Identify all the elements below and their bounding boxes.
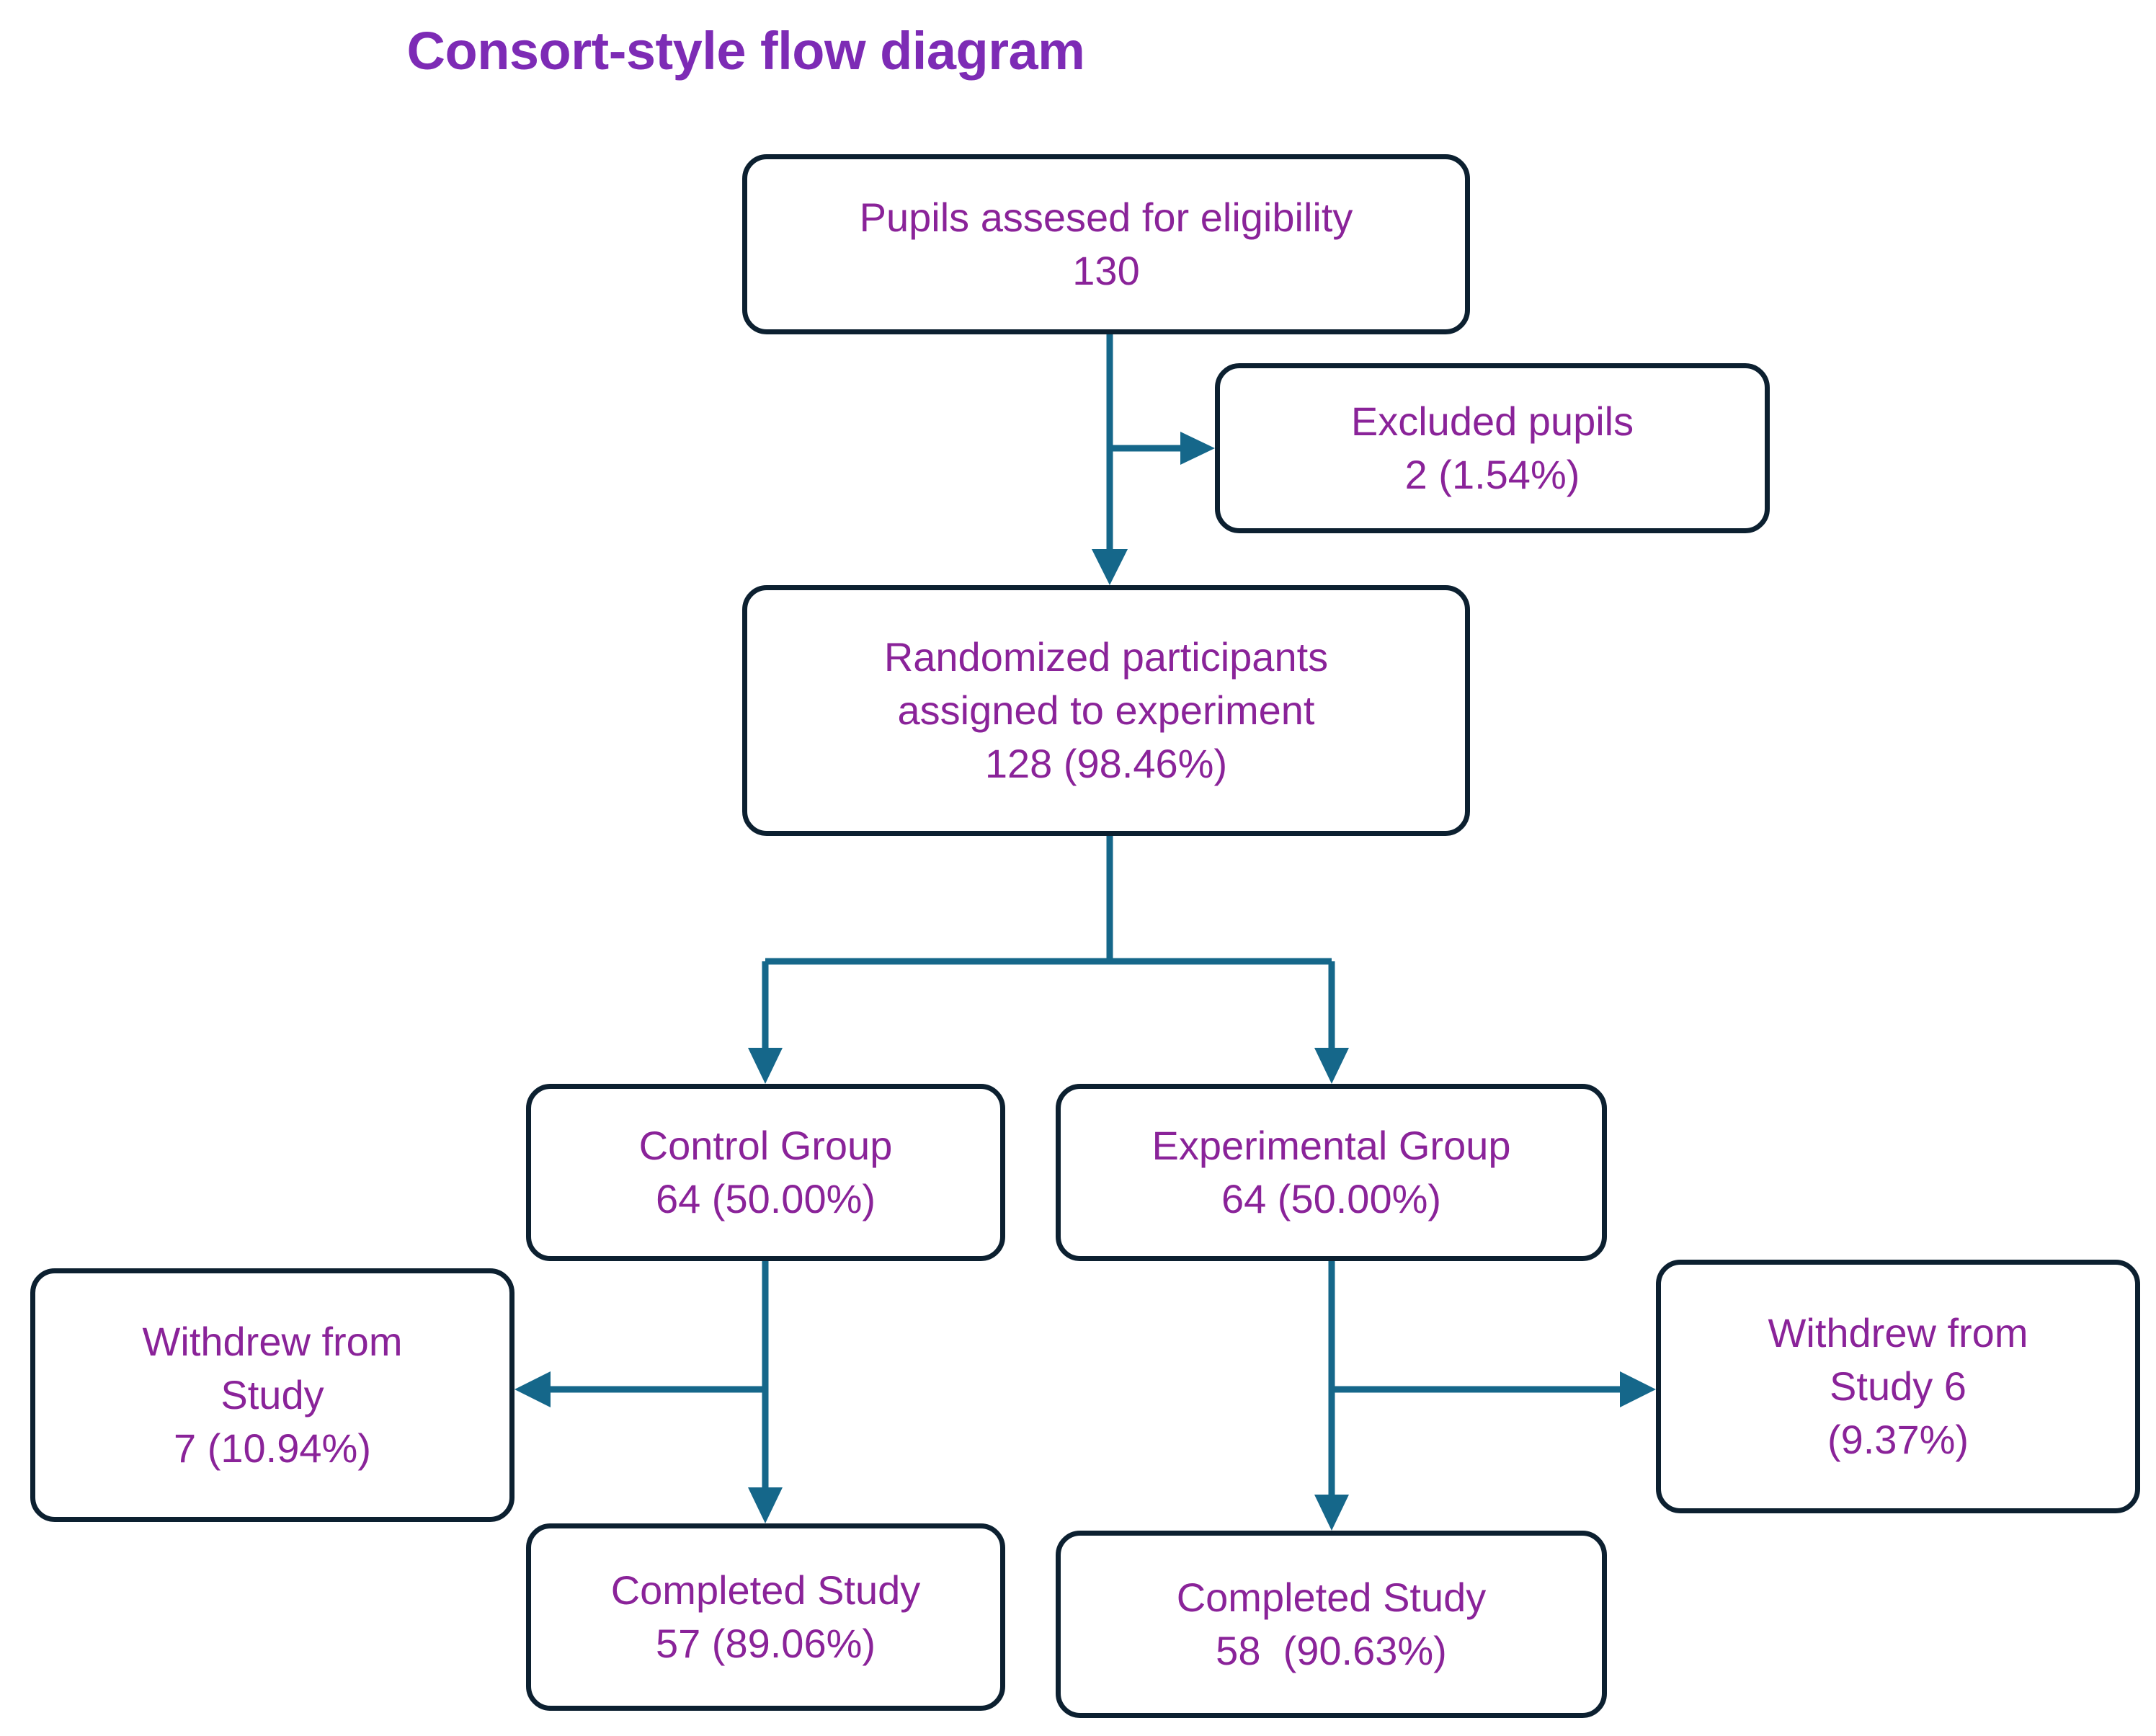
- node-randomized-participants[interactable]: Randomized participants assigned to expe…: [742, 585, 1470, 836]
- node-line: 64 (50.00%): [1221, 1176, 1442, 1221]
- arrowhead-control-to-withdrew: [514, 1371, 551, 1407]
- node-line: 57 (89.06%): [655, 1621, 876, 1666]
- node-control-group[interactable]: Control Group 64 (50.00%): [526, 1084, 1005, 1261]
- node-line: 130: [1072, 248, 1140, 293]
- node-control-completed-study[interactable]: Completed Study 57 (89.06%): [526, 1523, 1005, 1711]
- arrowhead-split-to-control: [748, 1048, 783, 1084]
- node-line: 2 (1.54%): [1404, 452, 1580, 497]
- node-line: 64 (50.00%): [655, 1176, 876, 1221]
- node-line: (9.37%): [1827, 1416, 1969, 1462]
- node-line: 7 (10.94%): [174, 1425, 371, 1471]
- node-line: 128 (98.46%): [984, 740, 1228, 786]
- node-line: Completed Study: [610, 1567, 921, 1613]
- arrowhead-experimental-to-completed: [1314, 1495, 1349, 1531]
- node-line: Completed Study: [1176, 1575, 1487, 1621]
- node-control-withdrew-from-study[interactable]: Withdrew from Study 7 (10.94%): [30, 1268, 514, 1522]
- arrowhead-control-to-completed: [748, 1487, 783, 1523]
- node-line: Control Group: [638, 1123, 893, 1169]
- node-line: Withdrew from: [142, 1319, 403, 1365]
- node-line: Withdrew from: [1768, 1310, 2028, 1356]
- node-line: Randomized participants: [883, 634, 1329, 680]
- node-experimental-withdrew-from-study[interactable]: Withdrew from Study 6 (9.37%): [1656, 1260, 2140, 1513]
- arrowhead-split-to-experimental: [1314, 1048, 1349, 1084]
- node-line: Pupils assesed for eligibility: [859, 195, 1353, 241]
- arrowhead-enrollment-to-excluded: [1180, 432, 1215, 465]
- node-experimental-group[interactable]: Experimental Group 64 (50.00%): [1056, 1084, 1607, 1261]
- node-pupils-assessed-for-eligibility[interactable]: Pupils assesed for eligibility 130: [742, 154, 1470, 334]
- node-line: Study: [220, 1372, 324, 1418]
- node-line: assigned to experiment: [897, 687, 1315, 734]
- node-line: 58 (90.63%): [1216, 1628, 1447, 1673]
- page-title: Consort-style flow diagram: [406, 21, 1085, 81]
- node-line: Study 6: [1830, 1363, 1966, 1410]
- arrowhead-enrollment-to-randomized: [1092, 549, 1128, 585]
- node-line: Excluded pupils: [1350, 399, 1634, 445]
- node-experimental-completed-study[interactable]: Completed Study 58 (90.63%): [1056, 1531, 1607, 1718]
- arrowhead-experimental-to-withdrew: [1620, 1371, 1656, 1407]
- node-excluded-pupils[interactable]: Excluded pupils 2 (1.54%): [1215, 363, 1770, 533]
- node-line: Experimental Group: [1152, 1123, 1511, 1169]
